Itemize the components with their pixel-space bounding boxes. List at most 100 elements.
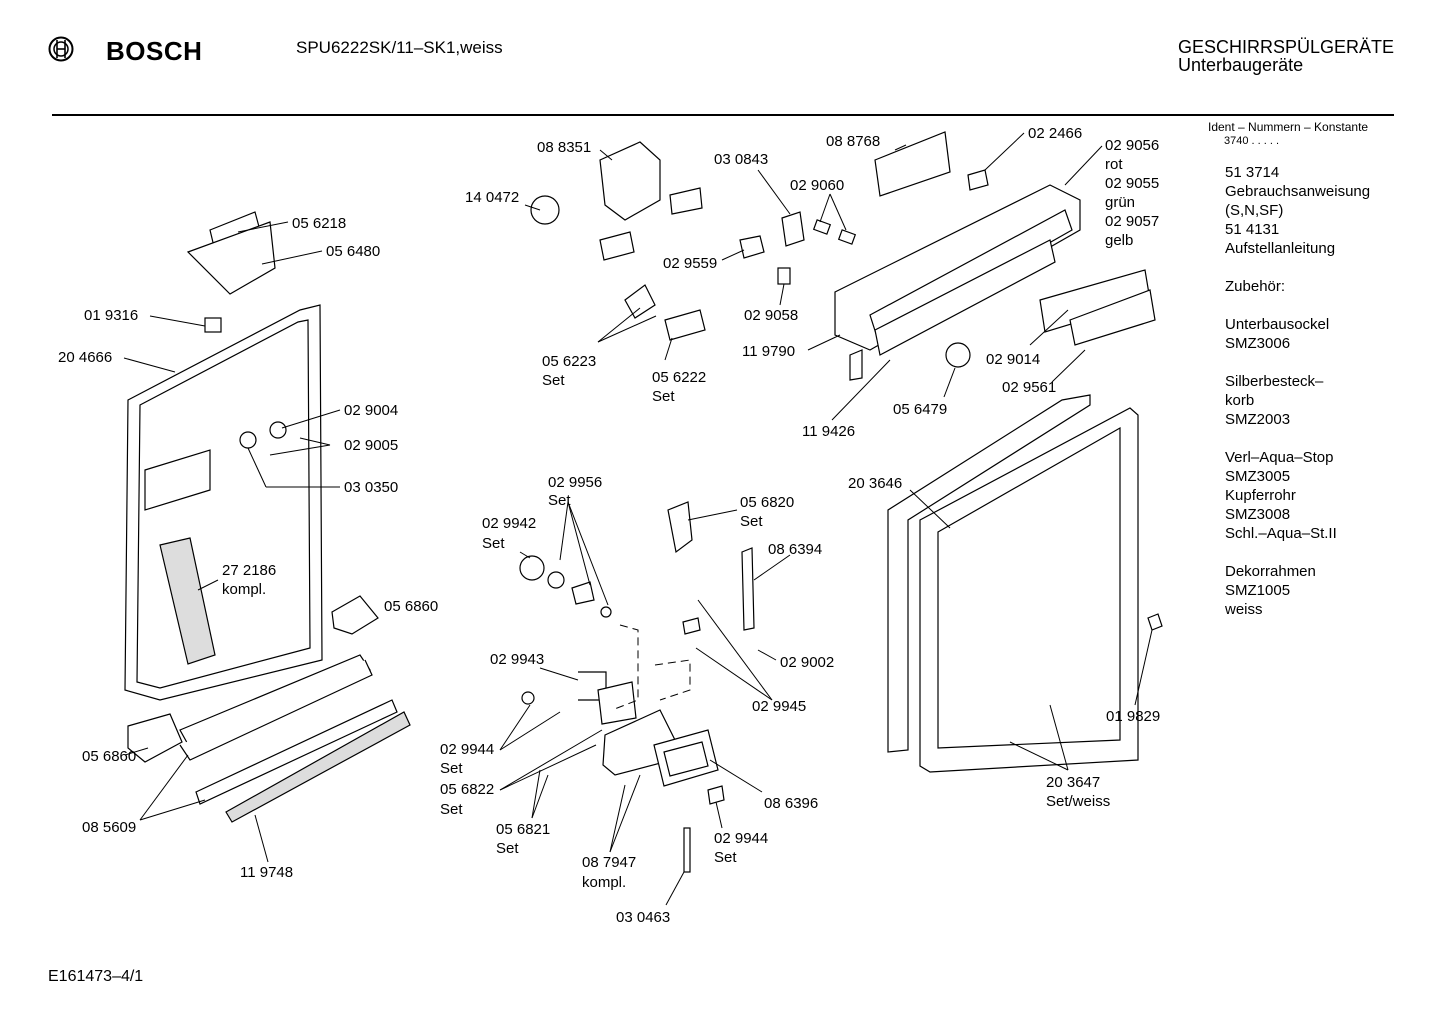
label-056222-set: Set: [652, 388, 675, 405]
label-056222: 05 6222: [652, 369, 706, 386]
sidebar-note: Dekorrahmen: [1225, 563, 1316, 580]
label-029559: 02 9559: [663, 255, 717, 272]
ident-title: Ident – Nummern – Konstante: [1208, 120, 1369, 134]
sidebar-note: Schl.–Aqua–St.II: [1225, 525, 1337, 542]
label-119426: 11 9426: [802, 423, 855, 440]
sidebar-note: Kupferrohr: [1225, 487, 1296, 504]
label-029002: 02 9002: [780, 654, 834, 671]
label-019316: 01 9316: [84, 307, 138, 324]
sidebar-note: Silberbesteck–: [1225, 373, 1324, 390]
label-030843: 03 0843: [714, 151, 768, 168]
control-parts-drawing: [530, 131, 1156, 381]
label-272186: 27 2186: [222, 562, 276, 579]
label-029944-right: 02 9944: [714, 830, 768, 847]
sidebar-note: SMZ3005: [1225, 468, 1291, 485]
label-272186-kompl: kompl.: [222, 581, 266, 598]
label-087947: 08 7947: [582, 854, 636, 871]
document-code: E161473–4/1: [48, 968, 144, 985]
assembly-guide-lines: [611, 624, 691, 711]
label-119790: 11 9790: [742, 343, 795, 360]
category-line1: GESCHIRRSPÜLGERÄTE: [1178, 37, 1395, 57]
label-056223: 05 6223: [542, 353, 596, 370]
label-029014: 02 9014: [986, 351, 1040, 368]
konstante: 3740 . . . . .: [1224, 135, 1280, 147]
label-056479: 05 6479: [893, 401, 947, 418]
label-056820: 05 6820: [740, 494, 794, 511]
leader-lines: [123, 132, 1153, 906]
sidebar-note: (S,N,SF): [1225, 202, 1284, 219]
label-029057-gelb: gelb: [1105, 232, 1133, 249]
ident-header: Ident – Nummern – Konstante 3740 . . . .…: [1208, 120, 1368, 148]
label-029561: 02 9561: [1002, 379, 1056, 396]
side-frame-drawing: [887, 394, 1163, 773]
label-087947-kompl: kompl.: [582, 874, 626, 891]
sidebar-note: 51 3714: [1225, 164, 1280, 181]
bosch-logo-icon: [48, 36, 74, 62]
label-029956-set: Set: [548, 492, 571, 509]
sidebar-note: SMZ2003: [1225, 411, 1291, 428]
label-029942-set: Set: [482, 535, 505, 552]
label-029942: 02 9942: [482, 515, 536, 532]
label-086396: 08 6396: [764, 795, 818, 812]
label-056860-right: 05 6860: [384, 598, 438, 615]
label-056480: 05 6480: [326, 243, 380, 260]
category-title: GESCHIRRSPÜLGERÄTE Unterbaugeräte: [1178, 38, 1394, 74]
brand-name: BOSCH: [106, 36, 203, 66]
sidebar-note: weiss: [1225, 601, 1263, 618]
label-029060: 02 9060: [790, 177, 844, 194]
label-204666: 20 4666: [58, 349, 112, 366]
sidebar-note: korb: [1225, 392, 1255, 409]
label-030350: 03 0350: [344, 479, 398, 496]
sidebar-note: Zubehör:: [1225, 278, 1286, 295]
label-029055: 02 9055: [1105, 175, 1159, 192]
label-029945: 02 9945: [752, 698, 806, 715]
label-056223-set: Set: [542, 372, 565, 389]
label-085609: 08 5609: [82, 819, 136, 836]
label-056820-set: Set: [740, 513, 763, 530]
label-056860-left: 05 6860: [82, 748, 136, 765]
label-119748: 11 9748: [240, 864, 293, 881]
door-panel-drawing: [124, 211, 411, 823]
label-088768: 08 8768: [826, 133, 880, 150]
label-029943: 02 9943: [490, 651, 544, 668]
label-029944-left: 02 9944: [440, 741, 494, 758]
header-rule: [52, 114, 1394, 116]
label-203646: 20 3646: [848, 475, 902, 492]
label-029944-left-set: Set: [440, 760, 463, 777]
label-056822: 05 6822: [440, 781, 494, 798]
label-029944-right-set: Set: [714, 849, 737, 866]
sidebar-note: Gebrauchsanweisung: [1225, 183, 1371, 200]
label-056821-set: Set: [496, 840, 519, 857]
label-088351: 08 8351: [537, 139, 591, 156]
sidebar-note: SMZ3006: [1225, 335, 1291, 352]
label-029055-gruen: grün: [1105, 194, 1135, 211]
sidebar-note: 51 4131: [1225, 221, 1280, 238]
label-029056-rot: rot: [1105, 156, 1123, 173]
label-203647-set: Set/weiss: [1046, 793, 1110, 810]
label-086394: 08 6394: [768, 541, 822, 558]
model-number: SPU6222SK/11–SK1,weiss: [296, 38, 503, 57]
label-022466: 02 2466: [1028, 125, 1082, 142]
label-029005: 02 9005: [344, 437, 398, 454]
label-029056: 02 9056: [1105, 137, 1159, 154]
label-029058: 02 9058: [744, 307, 798, 324]
label-029057: 02 9057: [1105, 213, 1159, 230]
category-line2: Unterbaugeräte: [1178, 55, 1304, 75]
sidebar-note: SMZ1005: [1225, 582, 1291, 599]
part-labels: 05 6218 05 6480 01 9316 20 4666 02 9004 …: [58, 125, 1160, 926]
sidebar-note: SMZ3008: [1225, 506, 1291, 523]
sidebar-note: Verl–Aqua–Stop: [1225, 449, 1334, 466]
sidebar-note: Unterbausockel: [1225, 316, 1330, 333]
lock-assembly-drawing: [519, 501, 755, 873]
label-056218: 05 6218: [292, 215, 346, 232]
label-140472: 14 0472: [465, 189, 519, 206]
label-029956: 02 9956: [548, 474, 602, 491]
sidebar-note: Aufstellanleitung: [1225, 240, 1336, 257]
label-056822-set: Set: [440, 801, 463, 818]
label-030463: 03 0463: [616, 909, 670, 926]
label-029004: 02 9004: [344, 402, 398, 419]
label-019829: 01 9829: [1106, 708, 1160, 725]
label-056821: 05 6821: [496, 821, 550, 838]
